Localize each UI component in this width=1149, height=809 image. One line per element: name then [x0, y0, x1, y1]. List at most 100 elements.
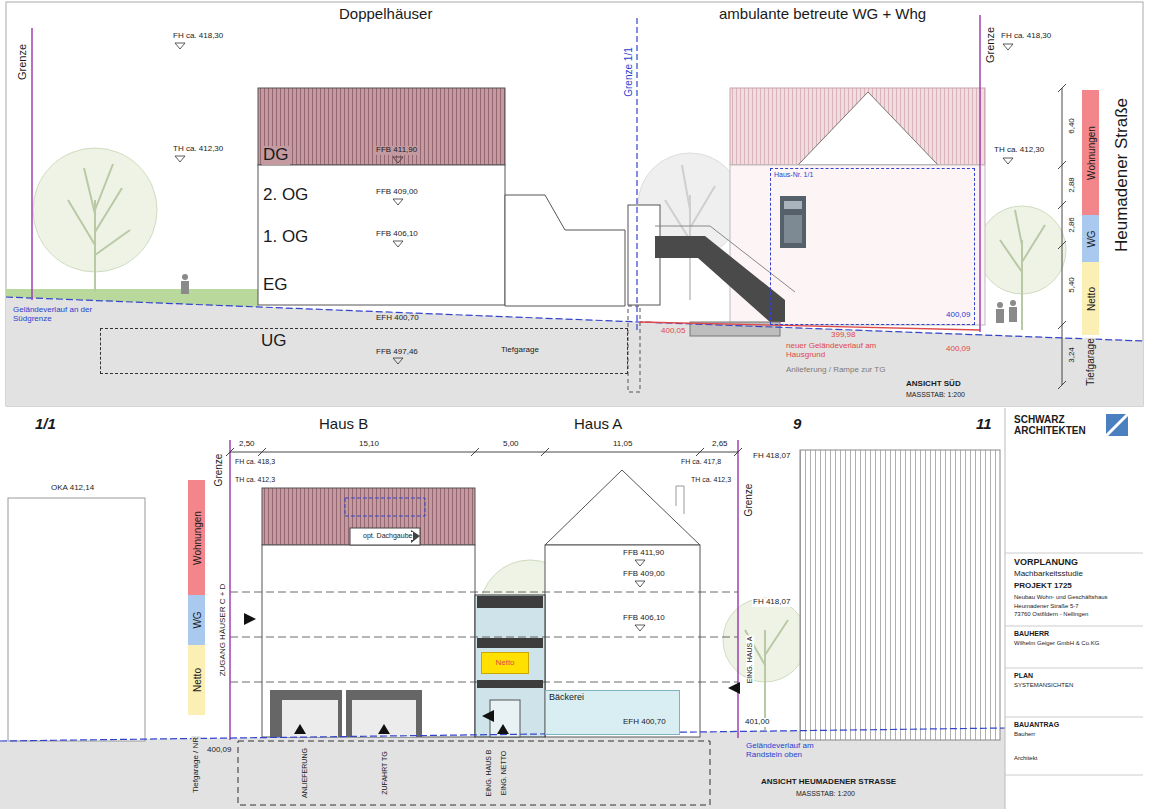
floor-line — [230, 682, 738, 683]
boundary-line — [636, 18, 637, 330]
height-label: FH ca. 418,30 — [172, 32, 224, 41]
height-value: 400,09 — [945, 311, 971, 320]
person-figure — [1009, 307, 1017, 322]
title-block-field: Architekt — [1013, 755, 1038, 762]
stair — [655, 226, 795, 322]
entrance-arrow — [244, 613, 256, 625]
building-outline — [798, 92, 938, 165]
stair-tower — [477, 596, 543, 608]
access-label: Tiefgarage / NR — [192, 736, 201, 794]
dimension: 5,40 — [1068, 276, 1077, 294]
person-figure — [997, 302, 1003, 308]
dimension-line — [258, 448, 266, 456]
floor-label: 1. OG — [262, 228, 309, 247]
person-figure — [996, 309, 1004, 323]
garage-door — [352, 700, 416, 737]
entrance-arrow — [497, 724, 509, 734]
height-value: 401,00 — [744, 718, 770, 727]
underground-outline — [238, 741, 710, 805]
view-title: ANSICHT HEUMADENER STRASSE — [760, 778, 897, 787]
tree — [723, 598, 807, 730]
building-outline — [784, 215, 802, 243]
height-label: FH 418,07 — [752, 452, 791, 461]
street-name: Heumadener Straße — [1113, 97, 1132, 253]
view-heading: Doppelhäuser — [338, 6, 433, 23]
ramp-note: Anlieferung / Rampe zur TG — [785, 366, 886, 375]
garage-door — [270, 690, 422, 737]
stair-tower — [490, 700, 520, 737]
boundary-line — [229, 440, 231, 740]
title-block-field: Heumadener Straße 5-7 — [1013, 603, 1080, 610]
sheet-frame — [6, 2, 1143, 406]
title-block — [1005, 717, 1143, 718]
height-value: 400,05 — [660, 327, 686, 336]
floor-label: EG — [262, 276, 289, 295]
shop-front: Bäckerei — [545, 690, 680, 735]
boundary-line — [230, 440, 738, 740]
height-label: FH ca. 417,8 — [680, 458, 722, 466]
title-block-field: BAUHERR — [1013, 630, 1050, 638]
house-outline: Haus-Nr. 1/1 — [770, 168, 975, 325]
title-block — [1106, 414, 1128, 436]
building-outline — [628, 306, 640, 392]
house-number: 11 — [975, 416, 993, 433]
level-marker — [635, 560, 645, 566]
tree — [665, 165, 715, 300]
garage-door — [270, 690, 342, 737]
terrain-line — [640, 322, 980, 330]
tree — [745, 620, 788, 730]
view-heading: ambulante betreute WG + Whg — [718, 6, 927, 23]
title-block — [1005, 668, 1143, 669]
title-block-field: BAUANTRAG — [1013, 721, 1060, 729]
dimension-line — [696, 448, 704, 456]
height-value: 400,09 — [945, 345, 971, 354]
stair-tower — [477, 680, 543, 688]
level-marker — [175, 43, 1013, 364]
title-block-field: Bauherr — [1013, 731, 1036, 738]
title-block-field: 73760 Ostfildern - Nellingen — [1013, 611, 1089, 618]
height-label: FH ca. 418,30 — [1000, 32, 1052, 41]
tree — [978, 206, 1066, 330]
height-label: TH ca. 412,3 — [690, 476, 732, 484]
band-label: WG — [191, 611, 202, 628]
view-title: ANSICHT SÜD — [905, 380, 962, 389]
dimension: 2,50 — [238, 440, 256, 449]
dimension-line — [471, 448, 479, 456]
house-name: Haus B — [318, 416, 369, 433]
access-label: EING. HAUS A — [746, 636, 754, 685]
entrance-arrow — [244, 613, 740, 734]
level-label: EFH 400,70 — [375, 314, 420, 323]
title-block — [1106, 414, 1128, 436]
band-label: Tiefgarage — [1085, 337, 1096, 386]
title-block — [1005, 626, 1143, 627]
level-label: FFB 411,90 — [622, 549, 665, 558]
dimension: 5,00 — [502, 440, 520, 449]
terrain-line — [6, 297, 1143, 341]
band-label: Netto — [191, 668, 202, 692]
building-outline — [345, 498, 425, 516]
boundary-label: Grenze 1/1 — [623, 46, 634, 97]
boundary-label: Grenze — [743, 483, 754, 518]
tree — [33, 148, 157, 292]
floor-label: UG — [261, 332, 287, 351]
person-figure — [1010, 300, 1016, 306]
title-block-field: PLAN — [1013, 672, 1034, 680]
height-label: TH ca. 412,30 — [172, 145, 224, 154]
ground — [6, 289, 258, 307]
building-outline — [676, 486, 684, 514]
level-label: FFB 409,00 — [375, 188, 419, 197]
dimension: 11,05 — [612, 440, 633, 449]
use-band: Wohnungen — [1082, 90, 1099, 215]
stair-tower — [477, 638, 543, 648]
title-block-field: SYSTEMANSICHTEN — [1013, 682, 1074, 689]
building-outline — [730, 88, 985, 165]
band-label: Wohnungen — [191, 511, 202, 565]
boundary-label: Grenze — [984, 26, 996, 64]
boundary-line — [31, 28, 33, 300]
dimension-line — [1062, 88, 1063, 385]
use-band: WG — [1082, 215, 1099, 262]
use-band: Netto — [188, 645, 205, 715]
title-block-field: Neubau Wohn- und Geschäftshaus — [1013, 594, 1109, 601]
